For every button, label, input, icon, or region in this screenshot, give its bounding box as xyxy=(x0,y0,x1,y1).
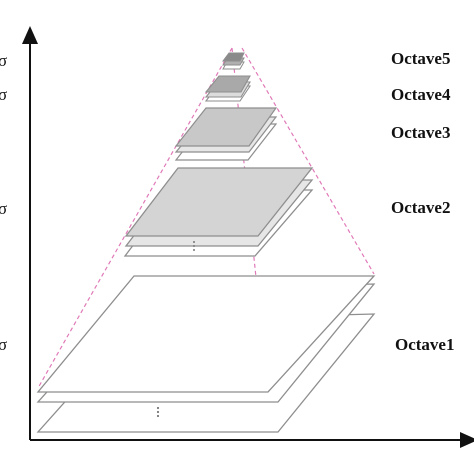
octave2-plane-1 xyxy=(124,167,314,237)
octave4-planes xyxy=(204,75,252,102)
octave1-ellipsis xyxy=(156,406,160,418)
octave1-planes xyxy=(36,275,376,433)
octave3-plane-1 xyxy=(174,107,278,147)
pyramid-guide-right xyxy=(241,47,375,275)
octave2-label: Octave2 xyxy=(391,198,450,217)
sigma-label-1: σ xyxy=(0,51,7,70)
sigma-label-2: σ xyxy=(0,85,7,104)
sigma-label-4: σ xyxy=(0,335,7,354)
octave2-planes xyxy=(123,167,314,257)
octave3-label: Octave3 xyxy=(391,123,450,142)
octave1-plane-1 xyxy=(36,275,376,393)
octave5-plane-1 xyxy=(222,52,245,62)
octave1-label: Octave1 xyxy=(395,335,454,354)
octave3-planes xyxy=(174,107,278,161)
octave5-planes xyxy=(222,52,245,70)
octave4-label: Octave4 xyxy=(391,85,451,104)
sigma-label-3: σ xyxy=(0,199,7,218)
octave2-ellipsis xyxy=(193,241,195,251)
octave4-plane-1 xyxy=(204,75,251,93)
pyramid-guide-left xyxy=(37,47,233,389)
octave5-label: Octave5 xyxy=(391,49,450,68)
